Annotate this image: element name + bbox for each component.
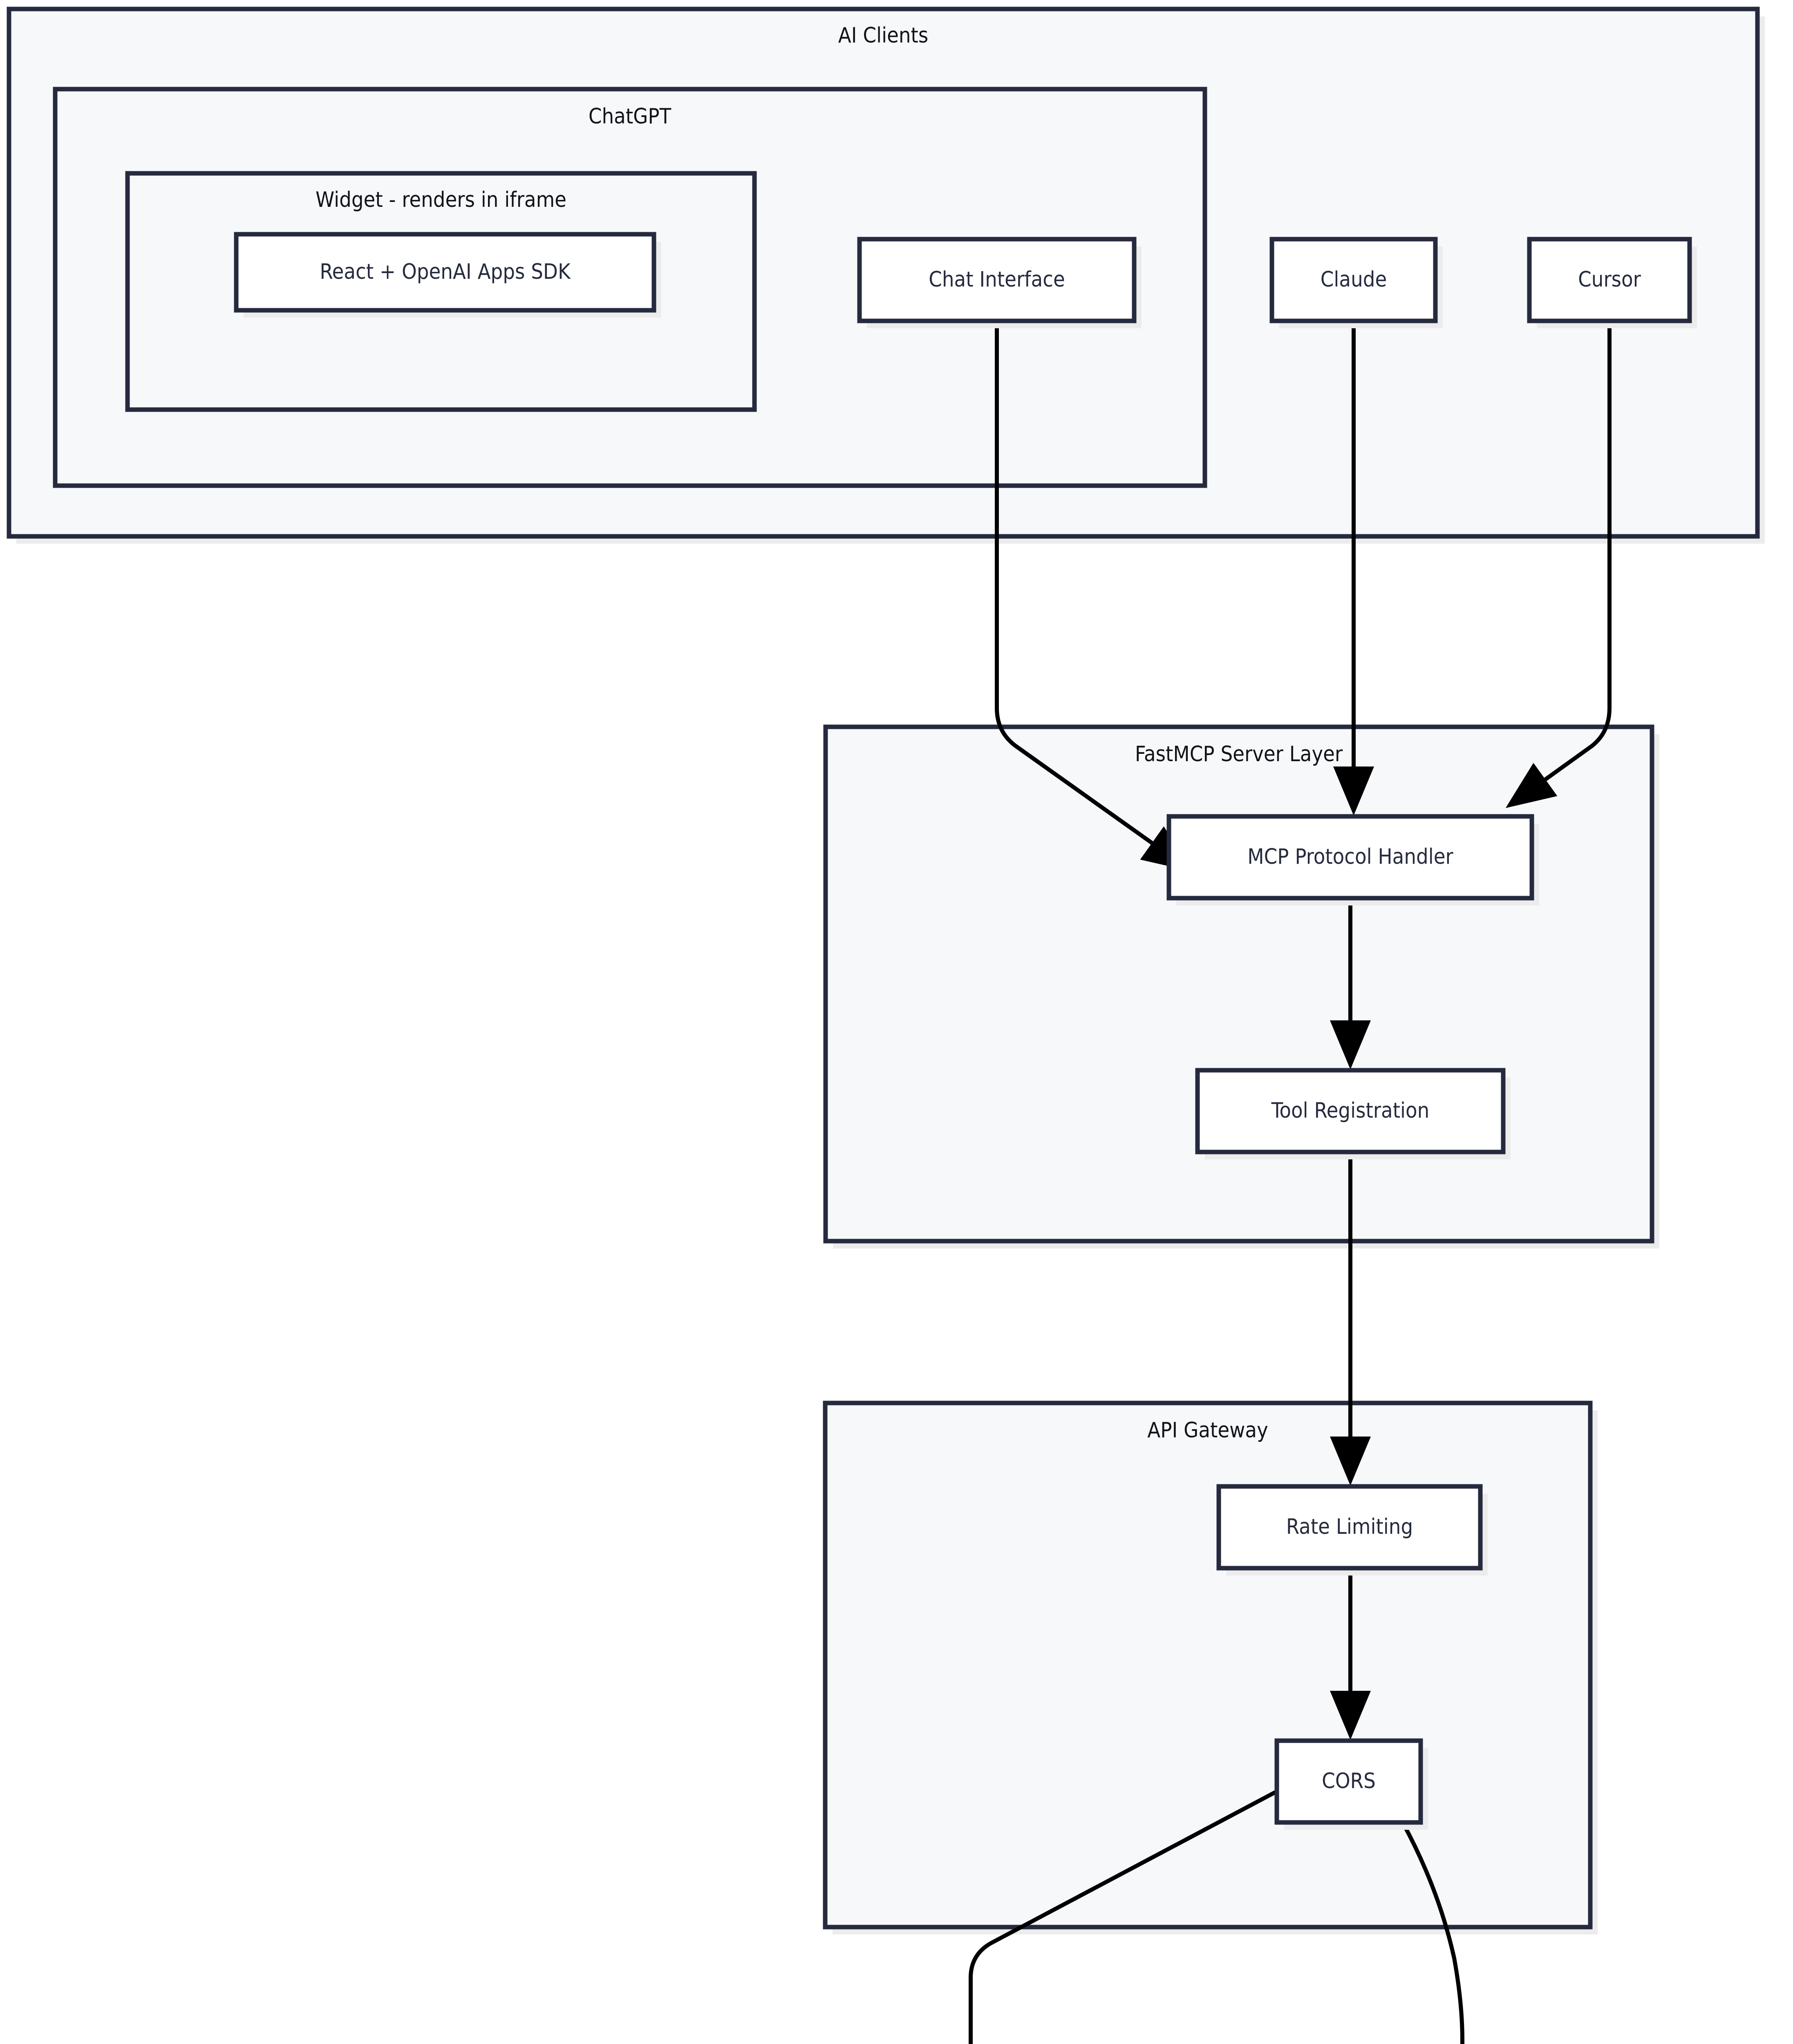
cluster-label-fastmcp: FastMCP Server Layer: [1135, 742, 1343, 766]
node-label-mcp-protocol-handler: MCP Protocol Handler: [1247, 845, 1453, 869]
edge-cursor-to-mcp-handler: [1505, 321, 1612, 808]
edges: [969, 321, 1612, 2044]
edge-cors-to-domains-suggest: [1401, 1821, 1464, 2044]
node-cursor[interactable]: Cursor: [1527, 237, 1692, 323]
node-cors[interactable]: CORS: [1274, 1738, 1423, 1825]
node-label-cors: CORS: [1322, 1769, 1376, 1793]
edge-chat-interface-to-mcp-handler: [995, 321, 1192, 872]
cluster-api-gateway: API Gateway: [823, 1401, 1593, 1930]
cluster-label-widget: Widget - renders in iframe: [316, 188, 566, 212]
node-claude[interactable]: Claude: [1269, 237, 1438, 323]
cluster-fastmcp: FastMCP Server Layer: [823, 724, 1654, 1244]
node-chat-interface[interactable]: Chat Interface: [857, 237, 1137, 323]
edge-cors-to-domains-check: [969, 1778, 1299, 2044]
node-react-sdk[interactable]: React + OpenAI Apps SDK: [234, 232, 656, 313]
node-tool-registration[interactable]: Tool Registration: [1195, 1068, 1506, 1154]
node-label-chat-interface: Chat Interface: [929, 267, 1065, 292]
cluster-label-chatgpt: ChatGPT: [589, 104, 672, 129]
node-label-claude: Claude: [1321, 267, 1387, 292]
node-label-rate-limiting: Rate Limiting: [1286, 1515, 1413, 1539]
node-label-react-sdk: React + OpenAI Apps SDK: [320, 260, 571, 284]
cluster-label-ai-clients: AI Clients: [838, 23, 928, 48]
node-label-cursor: Cursor: [1578, 267, 1641, 292]
node-label-tool-registration: Tool Registration: [1271, 1098, 1430, 1123]
node-rate-limiting[interactable]: Rate Limiting: [1216, 1484, 1483, 1571]
cluster-label-api-gateway: API Gateway: [1147, 1418, 1268, 1443]
node-mcp-protocol-handler[interactable]: MCP Protocol Handler: [1166, 814, 1534, 901]
